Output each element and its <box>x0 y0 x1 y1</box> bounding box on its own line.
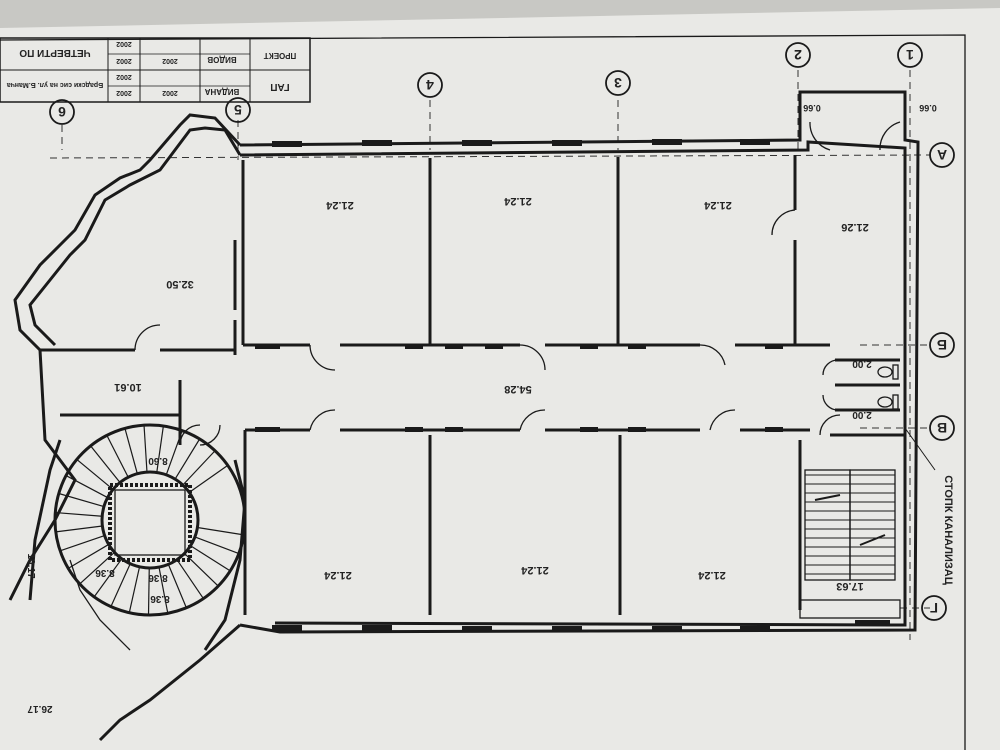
svg-text:1: 1 <box>906 47 914 63</box>
spiral-tread <box>176 559 204 599</box>
svg-text:А: А <box>937 147 947 163</box>
svg-text:5: 5 <box>234 102 242 118</box>
spiral-tread <box>93 558 123 598</box>
radiator-marks <box>255 344 783 432</box>
window-marks <box>272 139 890 632</box>
spiral-tread <box>188 464 229 493</box>
room-label-a1: 21.26 <box>841 221 869 233</box>
axis-bubble-g: Г <box>921 595 947 621</box>
axis-bubble-4: 4 <box>417 72 443 98</box>
axis-bubbles: 1 2 3 4 5 6 А Б В Г <box>49 42 955 621</box>
sewer-stack-label: СТОПК КАНАЛИЗАЦ <box>942 475 954 585</box>
room-label-bottom: 26.17 <box>27 703 52 714</box>
tb-year-2: 2002 <box>116 57 132 64</box>
room-label-stair1: 8.60 <box>148 455 168 466</box>
tb-year-5: 2002 <box>162 57 178 64</box>
tb-name-2: ВИДОВ <box>207 55 236 64</box>
spiral-tread <box>59 534 105 552</box>
spiral-tread <box>110 563 131 607</box>
svg-text:2: 2 <box>794 47 802 63</box>
spiral-tread <box>194 536 240 555</box>
axis-bubble-b: Б <box>929 332 955 358</box>
spiral-tread <box>174 438 201 480</box>
svg-text:В: В <box>937 420 947 436</box>
room-label-a3: 21.24 <box>503 195 531 207</box>
spiral-tread <box>167 564 187 608</box>
svg-text:Б: Б <box>937 337 947 353</box>
spiral-tread <box>143 425 148 473</box>
svg-text:4: 4 <box>426 77 434 93</box>
title-block: ЧЕТВЕРТИ ПО Брадски сис на ул. Б.Манча Г… <box>0 37 311 103</box>
room-label-spiral3: 8.36 <box>150 593 170 604</box>
tb-year-4: 2002 <box>116 89 132 96</box>
spiral-tread <box>124 428 138 474</box>
tb-year-3: 2002 <box>116 73 132 80</box>
room-label-corridor: 54.28 <box>504 383 532 395</box>
tb-year-1: 2002 <box>116 40 132 47</box>
door-swings <box>134 121 901 446</box>
spiral-tread <box>90 445 121 483</box>
room-label-b2: 21.24 <box>520 564 548 576</box>
axis-bubble-1: 1 <box>897 42 923 68</box>
spiral-tread <box>184 552 219 587</box>
room-label-spiral1: 8.36 <box>95 567 115 578</box>
paper-shadow <box>0 0 1000 28</box>
sheet-border <box>0 34 966 750</box>
spiral-tread <box>55 511 103 517</box>
room-label-vestibule: 10.61 <box>114 381 142 393</box>
spiral-tread <box>190 545 231 572</box>
tb-year-6: 2002 <box>162 89 178 96</box>
sewer-stack-annotation: СТОПК КАНАЛИЗАЦ <box>904 427 954 585</box>
spiral-tread <box>182 450 216 486</box>
room-labels: 21.26 21.24 21.24 21.24 32.50 54.28 10.6… <box>25 103 937 714</box>
svg-text:Г: Г <box>930 600 938 616</box>
axis-bubble-2: 2 <box>785 42 811 68</box>
axis-bubble-6: 6 <box>49 99 75 125</box>
spiral-tread <box>156 425 164 473</box>
toilets <box>877 364 899 410</box>
stair-straight <box>799 469 901 619</box>
svg-text:6: 6 <box>58 104 66 120</box>
room-label-a2: 21.24 <box>703 199 731 211</box>
room-label-spiral2: 8.36 <box>148 572 168 583</box>
spiral-tread <box>106 435 129 478</box>
tb-sheet-name: ЧЕТВЕРТИ ПО <box>19 47 90 58</box>
stair-spiral <box>28 423 247 651</box>
spiral-tread <box>158 567 169 614</box>
spiral-tread <box>165 430 183 476</box>
tb-name-1: ВИДАНА <box>205 87 240 96</box>
tb-description: Брадски сис на ул. Б.Манча <box>7 81 104 88</box>
room-label-wc1: 2.00 <box>852 358 872 369</box>
axis-bubble-a: А <box>929 142 955 168</box>
axis-bubble-3: 3 <box>605 70 631 96</box>
dim-label-door2: 0.66 <box>919 103 937 113</box>
spiral-tread <box>65 475 108 499</box>
room-label-left: 10.17 <box>25 553 36 578</box>
dim-label-door1: 0.66 <box>803 103 821 113</box>
axis-bubble-5: 5 <box>225 97 251 123</box>
tb-designer-label: ПРОЕКТ <box>264 51 297 60</box>
spiral-tread <box>79 551 115 585</box>
room-label-a4: 21.24 <box>325 199 353 211</box>
spiral-tread <box>197 526 244 536</box>
tb-gap-label: ГАП <box>270 81 289 92</box>
room-label-wc2: 2.00 <box>852 409 872 420</box>
spiral-tread <box>147 567 150 615</box>
spiral-tread <box>128 566 141 613</box>
room-label-a5: 32.50 <box>166 278 194 290</box>
spiral-tread <box>58 492 105 508</box>
spiral-tread <box>76 458 114 490</box>
room-label-b1: 21.24 <box>697 569 725 581</box>
room-label-b3: 21.24 <box>323 569 351 581</box>
room-label-stair2: 17.63 <box>836 580 864 592</box>
spiral-tread <box>67 543 109 569</box>
svg-text:3: 3 <box>614 75 622 91</box>
axis-bubble-v: В <box>929 415 955 441</box>
spiral-tread <box>55 525 103 533</box>
